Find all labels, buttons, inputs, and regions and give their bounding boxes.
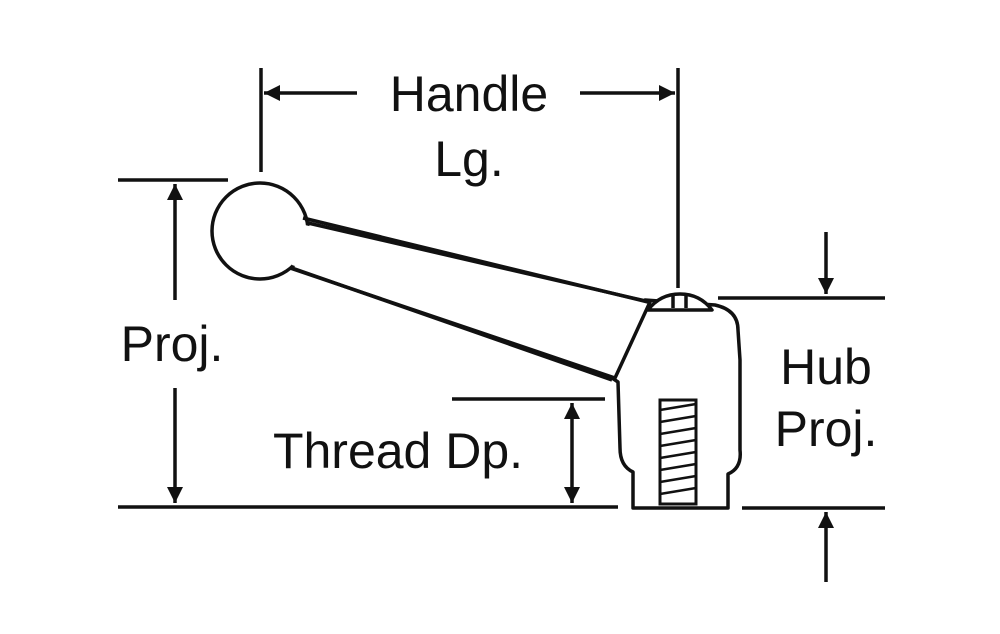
hub-projection-dimension: Hub Proj. [775, 232, 878, 582]
handle-length-dimension: Handle Lg. [264, 66, 675, 187]
handle-lg-label-line2: Lg. [434, 131, 504, 187]
hub-proj-label-line2: Proj. [775, 401, 878, 457]
thread-dp-label: Thread Dp. [273, 423, 523, 479]
thread-hatching [659, 402, 697, 496]
reference-lines [118, 68, 885, 510]
hub-proj-label-line1: Hub [780, 339, 872, 395]
proj-label: Proj. [121, 316, 224, 372]
thread-depth-dimension: Thread Dp. [273, 403, 580, 503]
handle-part [210, 181, 742, 510]
screw-cap [646, 292, 714, 312]
handle-lg-label-line1: Handle [390, 66, 548, 122]
projection-dimension: Proj. [121, 184, 224, 503]
